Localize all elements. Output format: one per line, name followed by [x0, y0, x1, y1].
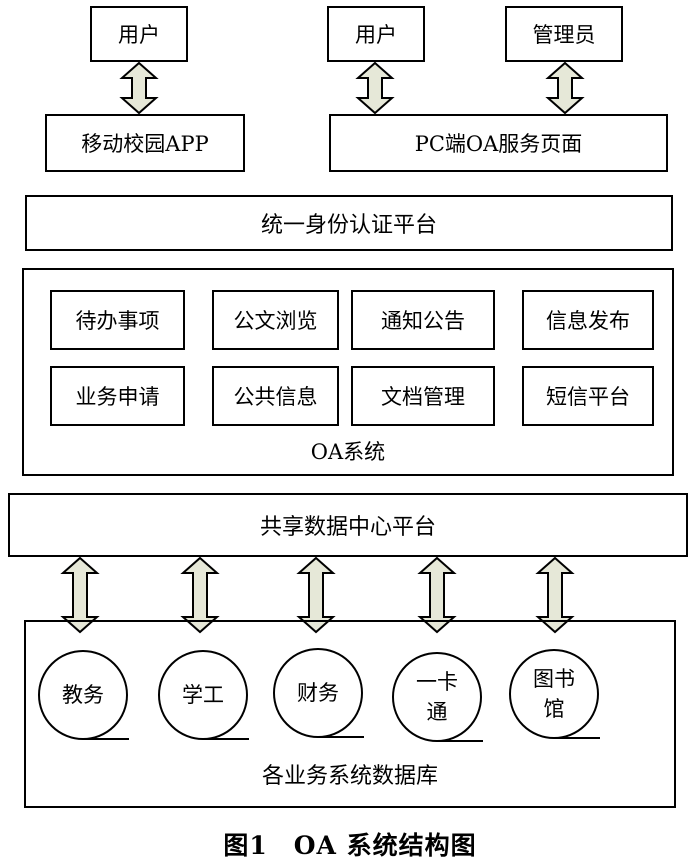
user-label: 用户 — [355, 23, 397, 47]
oa-module-document-browse: 公文浏览 — [212, 290, 339, 350]
admin-label: 管理员 — [532, 23, 596, 47]
database-circle-group — [38, 648, 600, 742]
module-label: 文档管理 — [381, 385, 465, 409]
admin-box: 管理员 — [505, 6, 623, 62]
database-label-line: 通 — [426, 700, 448, 724]
database-label-line: 财务 — [297, 681, 339, 705]
oa-module-sms: 短信平台 — [522, 366, 654, 426]
arrow-admin-to-pc-oa — [545, 61, 585, 115]
arrow-shared-to-database-4 — [417, 556, 457, 634]
oa-module-todo: 待办事项 — [50, 290, 185, 350]
shared-data-platform-label: 共享数据中心平台 — [259, 515, 436, 540]
pc-oa-box: PC端OA服务页面 — [329, 114, 668, 172]
user-box-left: 用户 — [90, 6, 188, 62]
database-label-line: 教务 — [62, 683, 104, 707]
auth-platform-box: 统一身份认证平台 — [25, 195, 673, 251]
mobile-app-label: 移动校园APP — [81, 132, 209, 156]
module-label: 公共信息 — [233, 385, 318, 409]
oa-module-public-info: 公共信息 — [212, 366, 339, 426]
arrow-shared-to-database-3 — [296, 556, 336, 634]
arrow-group — [60, 61, 585, 634]
user-label: 用户 — [118, 23, 160, 47]
oa-module-apply: 业务申请 — [50, 366, 185, 426]
database-label-line: 学工 — [182, 683, 224, 707]
module-label: 待办事项 — [75, 309, 160, 333]
pc-oa-label: PC端OA服务页面 — [414, 132, 583, 156]
figure-title: OA 系统结构图 — [293, 831, 477, 860]
module-label: 业务申请 — [75, 385, 160, 409]
mobile-app-box: 移动校园APP — [45, 114, 245, 172]
database-label: 教务 — [43, 680, 123, 710]
module-label: 公文浏览 — [233, 309, 318, 333]
module-label: 通知公告 — [381, 309, 465, 333]
database-label: 财务 — [278, 678, 358, 708]
figure-caption: 图1 OA 系统结构图 — [0, 826, 700, 862]
auth-platform-label: 统一身份认证平台 — [260, 213, 437, 238]
arrow-shared-to-database-5 — [535, 556, 575, 634]
database-label-line: 馆 — [543, 697, 565, 721]
shared-data-platform-box: 共享数据中心平台 — [8, 493, 688, 557]
figure-number: 图1 — [223, 831, 268, 860]
business-databases-label: 各业务系统数据库 — [261, 764, 438, 789]
arrow-shared-to-database-1 — [60, 556, 100, 634]
arrow-user-to-pc-oa — [355, 61, 395, 115]
arrow-user-to-mobile-app — [119, 61, 159, 115]
database-label-line: 图书 — [533, 667, 575, 691]
user-box-right: 用户 — [327, 6, 425, 62]
module-label: 短信平台 — [546, 385, 630, 409]
database-label: 一卡通 — [397, 667, 477, 727]
oa-module-notice: 通知公告 — [351, 290, 495, 350]
oa-module-doc-manage: 文档管理 — [351, 366, 495, 426]
arrow-shared-to-database-2 — [180, 556, 220, 634]
oa-module-publish: 信息发布 — [522, 290, 654, 350]
oa-system-label: OA系统 — [310, 440, 386, 464]
database-label: 图书馆 — [514, 664, 594, 724]
database-label: 学工 — [163, 680, 243, 710]
database-label-line: 一卡 — [416, 670, 458, 694]
module-label: 信息发布 — [546, 309, 630, 333]
business-databases-box: 各业务系统数据库 — [24, 620, 676, 808]
